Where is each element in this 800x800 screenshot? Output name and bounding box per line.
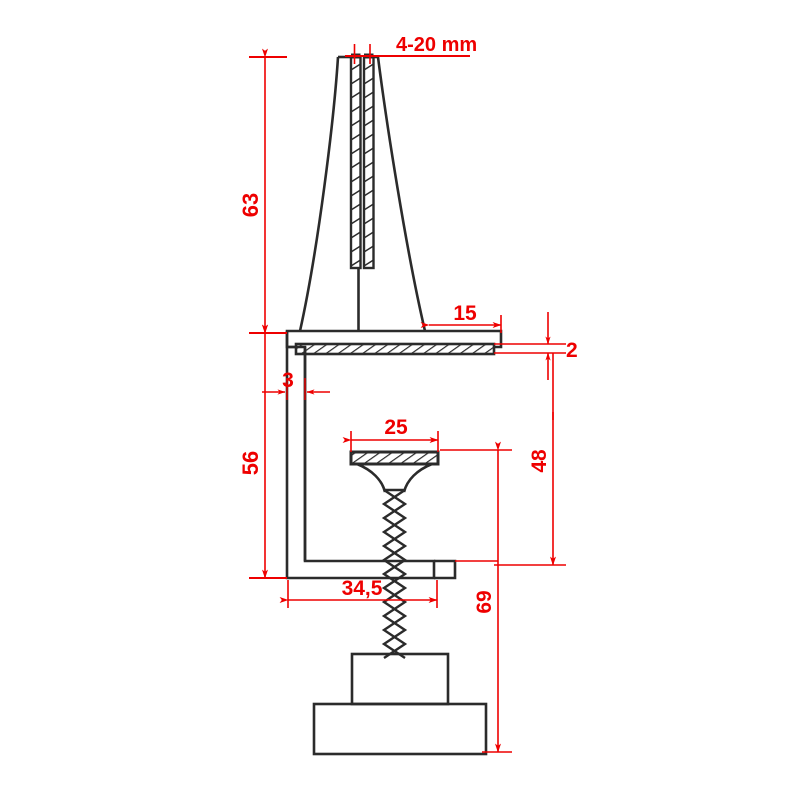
knob-base	[312, 702, 488, 756]
dim-label-3: 3	[282, 369, 294, 392]
dim-label-69: 69	[473, 590, 496, 613]
dim-label-34-5: 34,5	[342, 577, 383, 600]
dim-wall-3	[262, 378, 330, 400]
threaded-spindle	[381, 488, 408, 659]
gasket	[294, 342, 496, 356]
part-geometry-group	[285, 53, 503, 756]
dim-label-56: 56	[238, 451, 263, 475]
dim-height-63	[249, 48, 287, 334]
dim-throat-34-5	[279, 580, 438, 608]
dim-label-2: 2	[566, 339, 578, 362]
dim-label-glass-thickness: 4-20 mm	[396, 34, 477, 56]
dim-thickness-2	[494, 312, 566, 380]
dim-travel-69	[440, 441, 512, 753]
dim-label-48: 48	[528, 449, 551, 473]
cone-body	[298, 55, 427, 332]
dim-label-63: 63	[238, 193, 263, 217]
dimension-label-group: 4-20 mm 63 56 15 2 3 25 34,5 48 69	[238, 34, 578, 614]
pressure-pad	[349, 450, 440, 493]
dim-glass-thickness	[345, 44, 470, 64]
dim-height-56	[249, 324, 287, 579]
dim-pad-25	[342, 431, 439, 452]
dimension-group	[249, 44, 566, 753]
dim-opening-48	[494, 353, 566, 566]
knob-neck	[350, 652, 450, 706]
dim-offset-15	[420, 315, 502, 333]
glass-slot	[349, 53, 375, 270]
dim-label-15: 15	[453, 302, 477, 325]
dim-label-25: 25	[384, 416, 408, 439]
